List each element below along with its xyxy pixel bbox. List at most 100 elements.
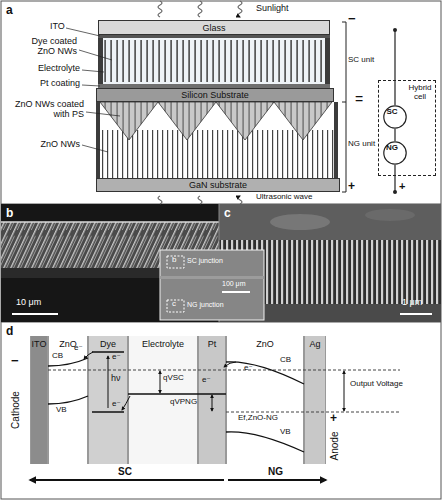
annotation-label: c [172, 300, 176, 309]
gan-substrate: GaN substrate [96, 178, 340, 192]
annotation-label: VB [280, 428, 291, 437]
panel-letter: c [224, 207, 231, 220]
annotation-label: e⁻ [244, 364, 253, 373]
silicon-substrate: Silicon Substrate [96, 88, 334, 102]
series-wire [394, 129, 395, 141]
glass-layer: Glass [98, 20, 330, 35]
dye-coated-nanowires [104, 40, 324, 82]
node-text: Ag [305, 339, 325, 349]
panel-letter: d [6, 325, 13, 338]
sc-circle: SC [383, 105, 407, 129]
electron-arrow [224, 362, 236, 367]
sem-texture [270, 214, 330, 230]
annotation-label: ZnO NWs coated with PS [2, 100, 84, 120]
panel-letter: b [6, 207, 13, 220]
electron-arrow [122, 396, 130, 410]
voltage-arrow [212, 395, 213, 411]
sunlight-arrow [158, 1, 242, 17]
panel-letter: a [6, 4, 13, 17]
band-layer: Ag [304, 336, 326, 464]
dye-level [92, 352, 124, 412]
ng-circle: NG [383, 141, 407, 165]
unit-bracket [342, 22, 346, 192]
inset-texture [160, 276, 264, 279]
annotation-label: Pt coating [28, 79, 80, 89]
electrolyte-fill [98, 38, 330, 84]
node-text: Electrolyte [129, 339, 197, 349]
inset-image [160, 250, 264, 320]
node-text: Glass [202, 23, 225, 33]
panel-separator [1, 204, 441, 322]
fermi-level [48, 370, 400, 371]
annotation-label: qVSC [163, 374, 184, 383]
hybrid-cell-box: Hybrid cellSCNG [378, 80, 436, 176]
node-text: GaN substrate [189, 180, 247, 190]
annotation-label: SC [118, 466, 132, 477]
annotation-label: e⁻ [74, 344, 83, 353]
scale-label: 1 μm [402, 298, 422, 308]
annotation-label: e⁻ [112, 400, 121, 409]
polarity-sign: + [399, 180, 405, 192]
valence-band [226, 432, 304, 452]
annotation-label: e⁻ [112, 353, 121, 362]
annotation-label: ITO [50, 22, 65, 32]
sem-top-layer [219, 204, 441, 242]
equals-sign: = [355, 92, 363, 107]
inset-dotted-box [167, 300, 184, 312]
annotation-label: Dye coated ZnO NWs [22, 37, 77, 57]
polarity-sign: + [348, 180, 355, 193]
photon-arrow [108, 356, 109, 408]
inset-dotted-box [167, 256, 184, 268]
ps-coated-pyramids [100, 102, 332, 140]
span-arrow [30, 479, 326, 481]
electron-arrow [84, 352, 93, 359]
annotation-label: b [172, 256, 176, 265]
voltage-arrow [160, 371, 161, 393]
pyramid-nanowires [100, 102, 332, 140]
electrode-label: Cathode [10, 391, 21, 429]
zno-nanowires [102, 130, 334, 178]
annotation-label: SC unit [348, 56, 374, 65]
band-layer: ZnO [226, 336, 304, 464]
electrode-label: Anode [329, 432, 340, 461]
spacer [334, 102, 338, 178]
polarity-sign: − [348, 12, 356, 26]
annotation-label: qVPNG [170, 398, 197, 407]
annotation-label: VB [56, 406, 67, 415]
annotation-label: Ultrasonic wave [256, 193, 312, 202]
connector-group [395, 129, 396, 141]
output-voltage-arrow [344, 371, 345, 411]
node-text: ITO [31, 339, 47, 349]
node-text: Pt [199, 339, 225, 349]
ito-layer [98, 35, 330, 38]
band-layer: ITO [30, 336, 48, 464]
fermi-level [226, 412, 400, 413]
terminal [393, 190, 397, 194]
node-text: NG [378, 144, 406, 153]
annotation-label: CB [52, 352, 63, 361]
annotation-label: CB [280, 356, 291, 365]
valence-band [48, 396, 88, 404]
polarity-sign: + [330, 412, 337, 425]
annotation-label: NG unit [348, 140, 375, 149]
scale-label: 100 μm [222, 280, 246, 288]
node-text: Silicon Substrate [181, 90, 249, 100]
annotation-label: e⁻ [202, 376, 211, 385]
polarity-sign: − [11, 354, 19, 368]
annotation-label: hν [111, 374, 121, 384]
node-text: Dye [89, 339, 127, 349]
annotation-label: SC junction [187, 257, 223, 265]
spacer [98, 38, 103, 84]
terminal [393, 28, 397, 32]
annotation-label: Electrolyte [28, 64, 80, 74]
conduction-band [226, 362, 304, 384]
node-text: SC [378, 108, 406, 117]
annotation-label: NG [268, 466, 283, 477]
ultrasonic-arrow [158, 196, 242, 204]
annotation-label: NG junction [187, 301, 224, 309]
